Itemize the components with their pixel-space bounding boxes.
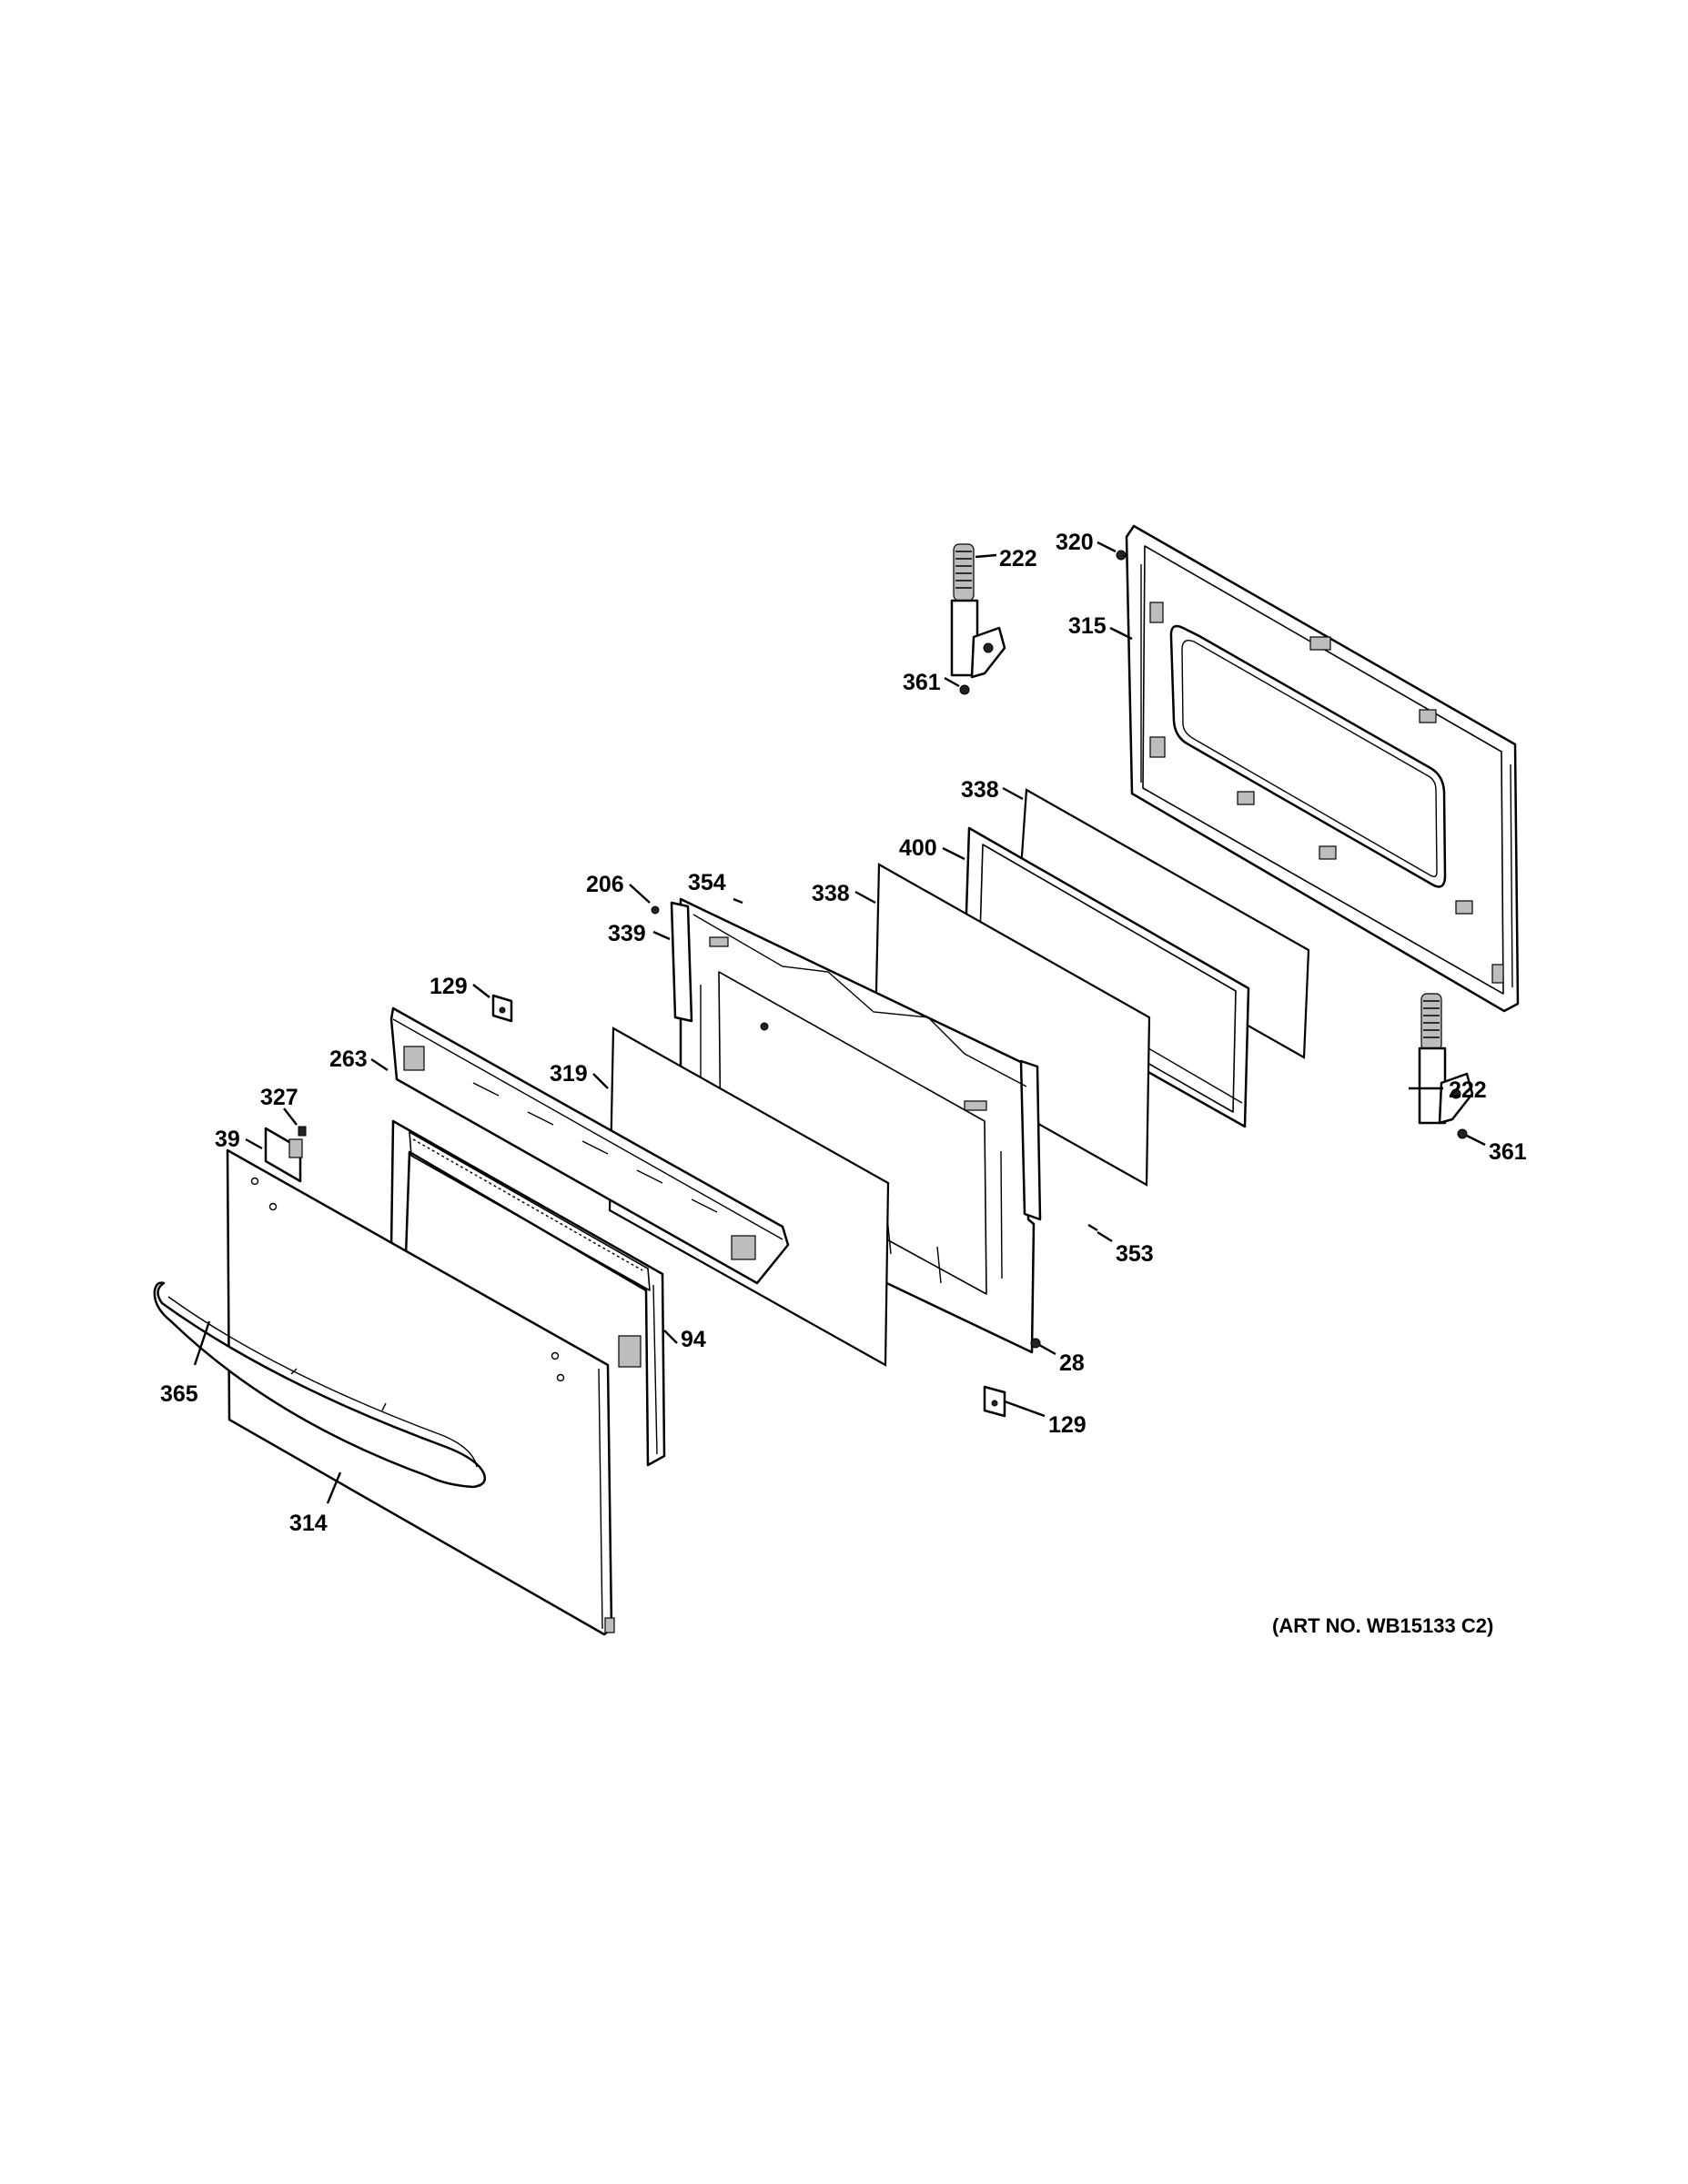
callout-361-top: 361 xyxy=(903,670,941,695)
clip-129-top xyxy=(491,994,513,1023)
screw-206 xyxy=(651,905,660,915)
callout-339: 339 xyxy=(608,921,646,946)
inner-door-panel-339 xyxy=(670,897,1042,1354)
callout-320: 320 xyxy=(1056,530,1094,555)
screw-353 xyxy=(1087,1223,1098,1232)
callout-206: 206 xyxy=(586,872,624,897)
callout-labels: 222 320 315 361 338 400 338 206 354 339 … xyxy=(160,530,1527,1637)
clip-129-bottom xyxy=(983,1385,1006,1418)
callout-327: 327 xyxy=(260,1085,298,1110)
callout-129-bottom: 129 xyxy=(1048,1412,1087,1438)
callout-94: 94 xyxy=(681,1327,706,1352)
callout-28: 28 xyxy=(1059,1350,1085,1376)
callout-222-bottom: 222 xyxy=(1449,1077,1487,1103)
callout-365: 365 xyxy=(160,1381,198,1407)
top-vent-trim-263 xyxy=(389,1006,790,1285)
callout-315: 315 xyxy=(1068,613,1107,639)
callout-400: 400 xyxy=(899,835,937,861)
door-handle-365 xyxy=(153,1281,486,1489)
callout-361-bottom: 361 xyxy=(1489,1139,1527,1165)
middle-glass-338 xyxy=(874,863,1151,1187)
callout-354: 354 xyxy=(688,870,726,895)
callout-222-top: 222 xyxy=(999,546,1037,571)
screw-361-top xyxy=(959,684,970,695)
callout-338-middle: 338 xyxy=(812,881,850,906)
hinge-222-top xyxy=(950,543,1006,679)
callout-319: 319 xyxy=(550,1061,588,1087)
art-number: (ART NO. WB15133 C2) xyxy=(1272,1614,1493,1637)
outer-door-panel-314 xyxy=(226,1148,615,1636)
screw-28 xyxy=(1030,1338,1041,1349)
callout-129-top: 129 xyxy=(430,974,468,999)
leader-lines xyxy=(193,541,1486,1504)
screw-320 xyxy=(1116,550,1127,561)
callout-338-rear: 338 xyxy=(961,777,999,803)
callout-314: 314 xyxy=(289,1511,328,1536)
callout-263: 263 xyxy=(329,1046,368,1072)
bracket-39 xyxy=(264,1127,303,1183)
screw-361-bottom xyxy=(1457,1128,1468,1139)
callout-353: 353 xyxy=(1116,1241,1154,1267)
clip-327 xyxy=(298,1126,307,1137)
callout-39: 39 xyxy=(215,1127,240,1152)
hinge-222-bottom xyxy=(1418,993,1474,1125)
inner-door-liner-315 xyxy=(1125,524,1520,1013)
screw-354 xyxy=(733,897,743,905)
